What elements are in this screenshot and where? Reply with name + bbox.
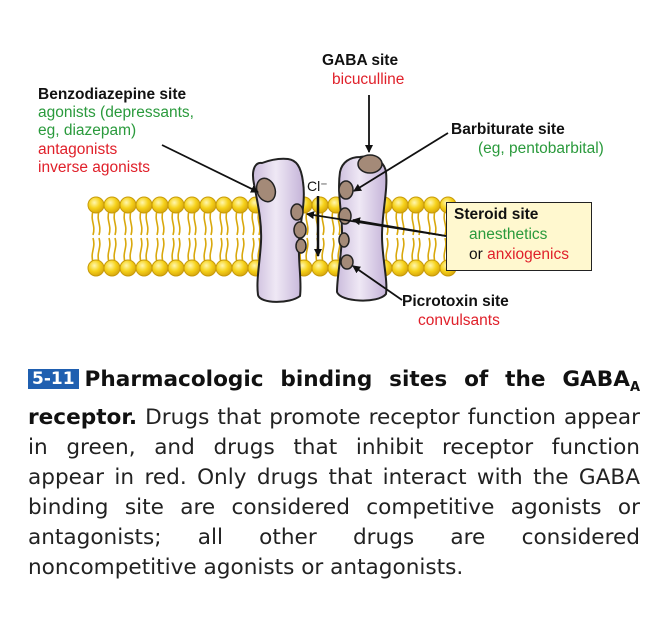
benzodiazepine-binding-site bbox=[255, 177, 277, 203]
picrotoxin-binding-site bbox=[340, 254, 354, 270]
steroid-pointer-arrow-right-icon bbox=[352, 217, 447, 237]
steroid-site-anxiogenics-line: or anxiogenics bbox=[469, 246, 569, 264]
barbiturate-binding-site bbox=[338, 180, 354, 200]
gaba-site-drug: bicuculline bbox=[332, 71, 405, 88]
gaba-receptor-diagram: Cl⁻ bbox=[87, 95, 457, 303]
figure-number-badge: 5-11 bbox=[28, 369, 79, 389]
caption-title-subscript: A bbox=[629, 380, 640, 395]
receptor-subunit-right-icon bbox=[335, 155, 388, 302]
benzodiazepine-agonists-line2: eg, diazepam) bbox=[38, 122, 137, 139]
caption-title: Pharmacologic binding sites of the GABAA… bbox=[28, 367, 640, 430]
pointer-arrows bbox=[161, 95, 449, 301]
steroid-site-box: Steroid site anesthetics or anxiogenics bbox=[446, 202, 592, 271]
channel-binding-site-left-2 bbox=[295, 238, 307, 254]
caption-title-main: Pharmacologic binding sites of the GABA bbox=[84, 367, 630, 392]
steroid-site-anesthetics: anesthetics bbox=[469, 226, 548, 243]
steroid-site-title: Steroid site bbox=[454, 206, 539, 223]
picrotoxin-site-drug: convulsants bbox=[418, 312, 500, 329]
channel-binding-site-left-1 bbox=[293, 221, 307, 239]
benzodiazepine-agonists-line1: agonists (depressants, bbox=[38, 104, 194, 121]
steroid-binding-site-left bbox=[290, 203, 304, 221]
barbiturate-site-drug: (eg, pentobarbital) bbox=[478, 140, 604, 157]
steroid-binding-site-right bbox=[338, 207, 352, 225]
benzodiazepine-inverse-agonists: inverse agonists bbox=[38, 159, 151, 176]
picrotoxin-pointer-arrow-icon bbox=[352, 265, 403, 301]
gaba-binding-site bbox=[357, 154, 383, 174]
barbiturate-pointer-arrow-icon bbox=[353, 132, 449, 192]
chloride-ion-label: Cl⁻ bbox=[307, 178, 328, 194]
caption-body: Drugs that promote receptor function app… bbox=[28, 405, 640, 580]
gaba-site-title: GABA site bbox=[322, 52, 399, 69]
steroid-site-or: or bbox=[469, 246, 488, 263]
caption-title-end: receptor. bbox=[28, 405, 138, 430]
barbiturate-site-title: Barbiturate site bbox=[451, 121, 565, 138]
benzodiazepine-antagonists: antagonists bbox=[38, 141, 118, 158]
binding-sites bbox=[255, 154, 383, 270]
channel-binding-site-right-1 bbox=[338, 232, 350, 248]
picrotoxin-site-title: Picrotoxin site bbox=[402, 293, 509, 310]
steroid-site-anxiogenics: anxiogenics bbox=[487, 246, 569, 263]
benzodiazepine-site-title: Benzodiazepine site bbox=[38, 86, 187, 103]
benzodiazepine-pointer-arrow-icon bbox=[161, 144, 259, 193]
